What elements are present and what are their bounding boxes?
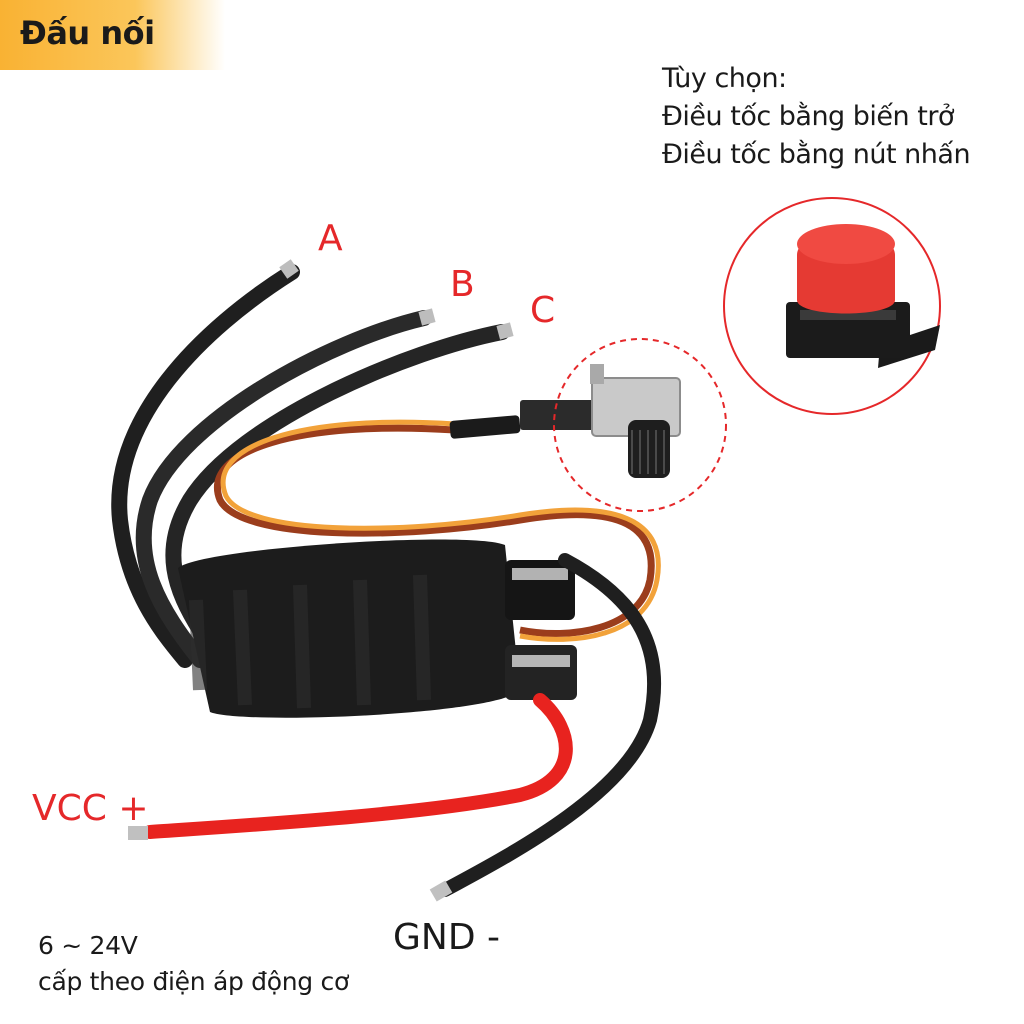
- gnd-label: GND -: [393, 917, 500, 958]
- options-panel: Tùy chọn: Điều tốc bằng biến trở Điều tố…: [662, 60, 971, 174]
- esc-body: [178, 539, 577, 718]
- gnd-wire: [429, 553, 662, 902]
- wire-label-c: C: [530, 290, 556, 331]
- power-info: 6 ~ 24V cấp theo điện áp động cơ: [38, 928, 349, 1000]
- potentiometer-highlight: [553, 338, 727, 512]
- voltage-note: cấp theo điện áp động cơ: [38, 967, 349, 996]
- signal-wire: [214, 415, 661, 642]
- push-button-highlight: [723, 197, 941, 415]
- options-heading: Tùy chọn:: [662, 63, 787, 94]
- phase-wire-c: [165, 322, 514, 638]
- page-title: Đấu nối: [20, 14, 155, 52]
- voltage-range: 6 ~ 24V: [38, 931, 138, 960]
- header-tag: Đấu nối: [0, 0, 225, 70]
- phase-wire-a: [111, 259, 300, 668]
- vcc-wire: [128, 693, 573, 840]
- wire-label-b: B: [450, 264, 475, 305]
- potentiometer: [520, 364, 681, 478]
- option-push-button: Điều tốc bằng nút nhấn: [662, 139, 971, 170]
- option-potentiometer: Điều tốc bằng biến trở: [662, 101, 954, 132]
- vcc-label: VCC +: [32, 788, 149, 829]
- phase-wire-b: [135, 308, 436, 668]
- wire-label-a: A: [318, 218, 343, 259]
